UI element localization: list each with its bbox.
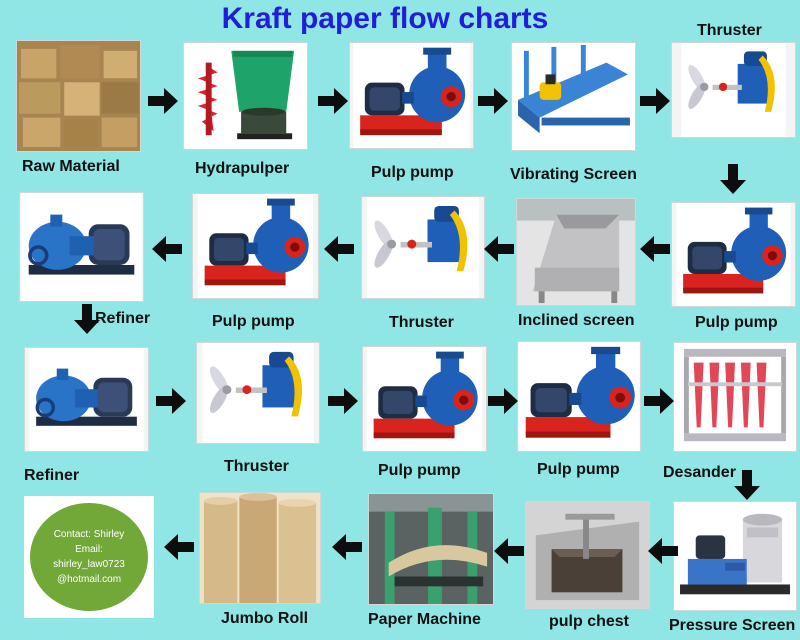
refiner-2-label: Refiner — [24, 467, 80, 484]
pulp-pump-5-image — [517, 341, 641, 452]
pulp-pump-1-label: Pulp pump — [371, 164, 454, 181]
pulp-pump-3-image — [192, 193, 319, 299]
arrow-left-7 — [332, 534, 362, 560]
desander-image — [673, 342, 797, 452]
hydrapulper-image — [183, 42, 308, 150]
refiner-1-image — [19, 192, 144, 302]
arrow-left-5 — [648, 538, 678, 564]
refiner-2-image — [24, 347, 149, 452]
vibrating-screen-label: Vibrating Screen — [510, 166, 637, 183]
contact-email-user: shirley_law0723 — [53, 559, 125, 570]
arrow-right-2 — [318, 88, 348, 114]
arrow-left-2 — [484, 236, 514, 262]
inclined-screen-label: Inclined screen — [518, 312, 635, 329]
vibrating-screen-image — [511, 42, 636, 151]
arrow-right-6 — [328, 388, 358, 414]
thruster-3-image — [196, 342, 320, 444]
arrow-left-4 — [152, 236, 182, 262]
jumbo-roll-image — [199, 492, 321, 604]
arrow-down-2 — [74, 304, 100, 334]
arrow-right-5 — [156, 388, 186, 414]
arrow-left-1 — [640, 236, 670, 262]
pressure-screen-label: Pressure Screen — [669, 617, 796, 634]
pulp-pump-4-image — [362, 346, 487, 452]
pulp-chest-label: pulp chest — [549, 613, 630, 630]
desander-label: Desander — [663, 464, 736, 481]
pulp-pump-2-image — [671, 202, 796, 307]
contact-email-label: Email: — [75, 544, 103, 555]
arrow-down-1 — [720, 164, 746, 194]
raw-material-label: Raw Material — [22, 158, 120, 175]
arrow-left-8 — [164, 534, 194, 560]
jumbo-roll-label: Jumbo Roll — [221, 610, 309, 627]
thruster-1-image — [671, 42, 796, 138]
pressure-screen-image — [673, 501, 797, 611]
thruster-2-label: Thruster — [389, 314, 454, 331]
arrow-left-3 — [324, 236, 354, 262]
raw-material-image — [16, 40, 141, 152]
thruster-3-label: Thruster — [224, 458, 289, 475]
hydrapulper-label: Hydrapulper — [195, 160, 290, 177]
pulp-chest-image — [525, 501, 650, 609]
thruster-2-image — [361, 196, 485, 299]
thruster-1-label: Thruster — [697, 22, 762, 39]
arrow-left-6 — [494, 538, 524, 564]
page-title: Kraft paper flow charts — [221, 2, 549, 35]
arrow-right-4 — [640, 88, 670, 114]
paper-machine-image — [368, 493, 494, 605]
contact-email-domain: @hotmail.com — [56, 574, 122, 585]
arrow-right-8 — [644, 388, 674, 414]
arrow-right-1 — [148, 88, 178, 114]
refiner-1-label: Refiner — [95, 310, 151, 327]
inclined-screen-image — [516, 198, 636, 306]
contact-name: Contact: Shirley — [53, 529, 125, 540]
pulp-pump-1-image — [349, 42, 474, 149]
arrow-right-7 — [488, 388, 518, 414]
arrow-down-3 — [734, 470, 760, 500]
pulp-pump-3-label: Pulp pump — [212, 313, 295, 330]
pulp-pump-5-label: Pulp pump — [537, 461, 620, 478]
paper-machine-label: Paper Machine — [368, 611, 481, 628]
pulp-pump-4-label: Pulp pump — [378, 462, 461, 479]
arrow-right-3 — [478, 88, 508, 114]
pulp-pump-2-label: Pulp pump — [695, 314, 778, 331]
contact-badge: Contact: Shirley Email: shirley_law0723 … — [30, 503, 148, 611]
